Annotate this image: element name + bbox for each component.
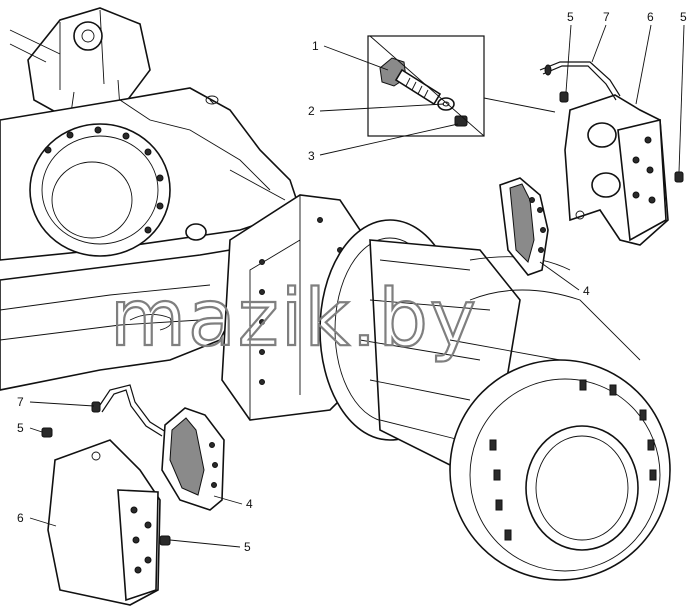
bleeder-screw-bottom [159, 535, 171, 546]
brake-pad-top [499, 177, 549, 276]
callout-5-top-a: 5 [567, 10, 574, 24]
callout-2: 2 [308, 104, 315, 118]
callout-5-left: 5 [17, 421, 24, 435]
callout-6-top: 6 [647, 10, 654, 24]
brake-line-top [539, 61, 621, 101]
bleeder-screw-left [41, 427, 53, 438]
callout-4-top: 4 [583, 284, 590, 298]
flange-bolts [44, 126, 164, 234]
callout-7-top: 7 [603, 10, 610, 24]
callout-5-top-b: 5 [680, 10, 687, 24]
callout-1: 1 [312, 39, 319, 53]
brake-line-bottom [91, 384, 167, 437]
callout-3: 3 [308, 149, 315, 163]
axle-housing [0, 7, 302, 391]
callout-6-left: 6 [17, 511, 24, 525]
bleeder-screw-top-a [559, 91, 569, 103]
callout-5-bottom: 5 [244, 540, 251, 554]
caliper-top [564, 94, 669, 246]
caliper-bottom [47, 439, 161, 606]
rim-teeth [489, 379, 657, 541]
leader-lines [29, 24, 685, 548]
wheel-rim [449, 256, 671, 581]
brake-pad-bottom [161, 407, 225, 511]
bleeder-screw-top-b [674, 171, 684, 183]
callout-labels: 1 2 3 5 7 6 5 4 7 5 6 4 5 [17, 10, 687, 554]
watermark-text: mazik.by [110, 274, 478, 364]
callout-4-bottom: 4 [246, 497, 253, 511]
callout-7-left: 7 [17, 395, 24, 409]
